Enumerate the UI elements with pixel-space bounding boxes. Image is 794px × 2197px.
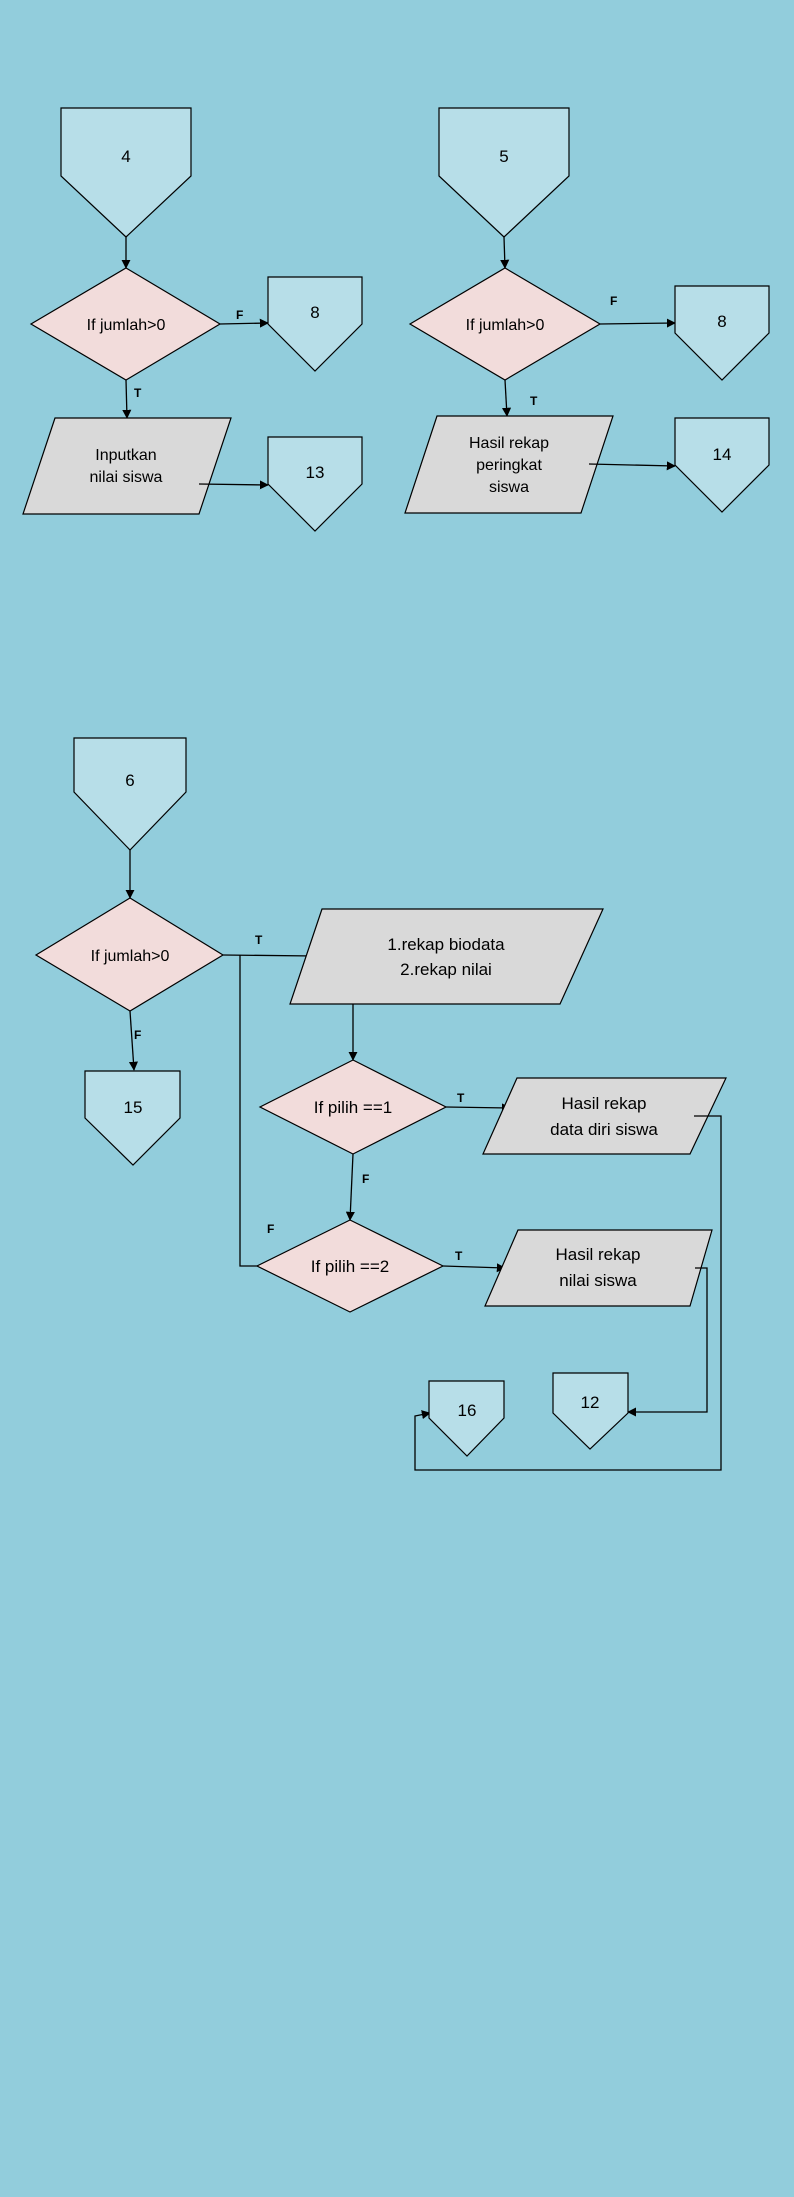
false-label: F xyxy=(236,308,243,322)
edge-true-to-output xyxy=(502,379,512,417)
pilih1-false-label: F xyxy=(362,1172,369,1186)
io-inputkan-line2: nilai siswa xyxy=(90,469,163,486)
edge-output-to-14 xyxy=(588,461,676,471)
decision-jumlah-label: If jumlah>0 xyxy=(87,317,166,334)
edge-pilih1-true-to-out1 xyxy=(445,1103,511,1113)
start-connector-4 xyxy=(60,107,192,238)
off-page-connector-8-label: 8 xyxy=(717,312,726,331)
edge-false-to-15 xyxy=(128,1010,138,1071)
true-label: T xyxy=(255,933,263,947)
io-rekap-nilai-line1: Hasil rekap xyxy=(555,1245,640,1264)
decision-pilih-2 xyxy=(255,1219,445,1313)
off-page-connector-8 xyxy=(674,285,770,381)
io-menu-line2: 2.rekap nilai xyxy=(400,960,492,979)
off-page-connector-8 xyxy=(267,276,363,372)
start-connector-5-label: 5 xyxy=(499,147,508,166)
io-hasil-rekap-nilai xyxy=(484,1229,713,1307)
off-page-connector-15-label: 15 xyxy=(124,1098,143,1117)
decision-jumlah-label: If jumlah>0 xyxy=(91,948,170,965)
start-connector-6-label: 6 xyxy=(125,771,134,790)
off-page-connector-14-label: 14 xyxy=(713,445,732,464)
edge-true-to-input xyxy=(122,379,132,419)
io-inputkan-nilai xyxy=(22,417,232,515)
off-page-connector-14 xyxy=(674,417,770,513)
io-data-diri-line1: Hasil rekap xyxy=(561,1094,646,1113)
off-page-connector-13-label: 13 xyxy=(306,463,325,482)
false-label: F xyxy=(134,1028,141,1042)
io-inputkan-line1: Inputkan xyxy=(95,447,156,464)
true-label: T xyxy=(134,386,142,400)
false-label: F xyxy=(610,294,617,308)
off-page-connector-12-label: 12 xyxy=(581,1393,600,1412)
io-data-diri-line2: data diri siswa xyxy=(550,1120,658,1139)
start-connector-5 xyxy=(438,107,570,238)
io-peringkat-line3: siswa xyxy=(489,479,529,496)
io-peringkat-line2: peringkat xyxy=(476,457,542,474)
io-hasil-rekap-peringkat xyxy=(404,415,614,514)
off-page-connector-8-label: 8 xyxy=(310,303,319,322)
off-page-connector-16 xyxy=(428,1380,505,1457)
edge-out1-to-16 xyxy=(414,1115,722,1471)
pilih2-false-label: F xyxy=(267,1222,274,1236)
edge-out2-to-12 xyxy=(627,1267,708,1417)
off-page-connector-16-label: 16 xyxy=(458,1401,477,1420)
start-connector-6 xyxy=(73,737,187,851)
decision-pilih-1-label: If pilih ==1 xyxy=(314,1098,392,1117)
edge-true-to-menu xyxy=(222,951,316,961)
edge-jumlah-true-branch-to-pilih2 xyxy=(239,955,258,1267)
start-connector-4-label: 4 xyxy=(121,147,130,166)
flow-3: 6 If jumlah>0 T F 15 1.rekap biodata 2.r… xyxy=(34,737,727,1471)
io-menu-line1: 1.rekap biodata xyxy=(387,935,505,954)
decision-jumlah-label: If jumlah>0 xyxy=(466,317,545,334)
flow-1: 4 If jumlah>0 F 8 T Inputkan nilai siswa… xyxy=(22,107,363,532)
edge-pilih1-false-to-pilih2 xyxy=(345,1153,355,1221)
off-page-connector-15 xyxy=(84,1070,181,1166)
off-page-connector-13 xyxy=(267,436,363,532)
pilih1-true-label: T xyxy=(457,1091,465,1105)
io-menu xyxy=(289,908,604,1005)
flow-2: 5 If jumlah>0 F 8 T Hasil rekap peringka… xyxy=(404,107,770,514)
io-peringkat-line1: Hasil rekap xyxy=(469,435,549,452)
edge-input-to-13 xyxy=(198,480,269,490)
io-hasil-rekap-data-diri xyxy=(482,1077,727,1155)
edge-start-to-decision xyxy=(500,236,510,269)
edge-pilih2-true-to-out2 xyxy=(442,1263,506,1273)
pilih2-true-label: T xyxy=(455,1249,463,1263)
off-page-connector-12 xyxy=(552,1372,629,1450)
true-label: T xyxy=(530,394,538,408)
edge-false-to-8 xyxy=(599,318,676,328)
decision-pilih-2-label: If pilih ==2 xyxy=(311,1257,389,1276)
edge-false-to-8 xyxy=(219,318,269,328)
io-rekap-nilai-line2: nilai siswa xyxy=(559,1271,637,1290)
